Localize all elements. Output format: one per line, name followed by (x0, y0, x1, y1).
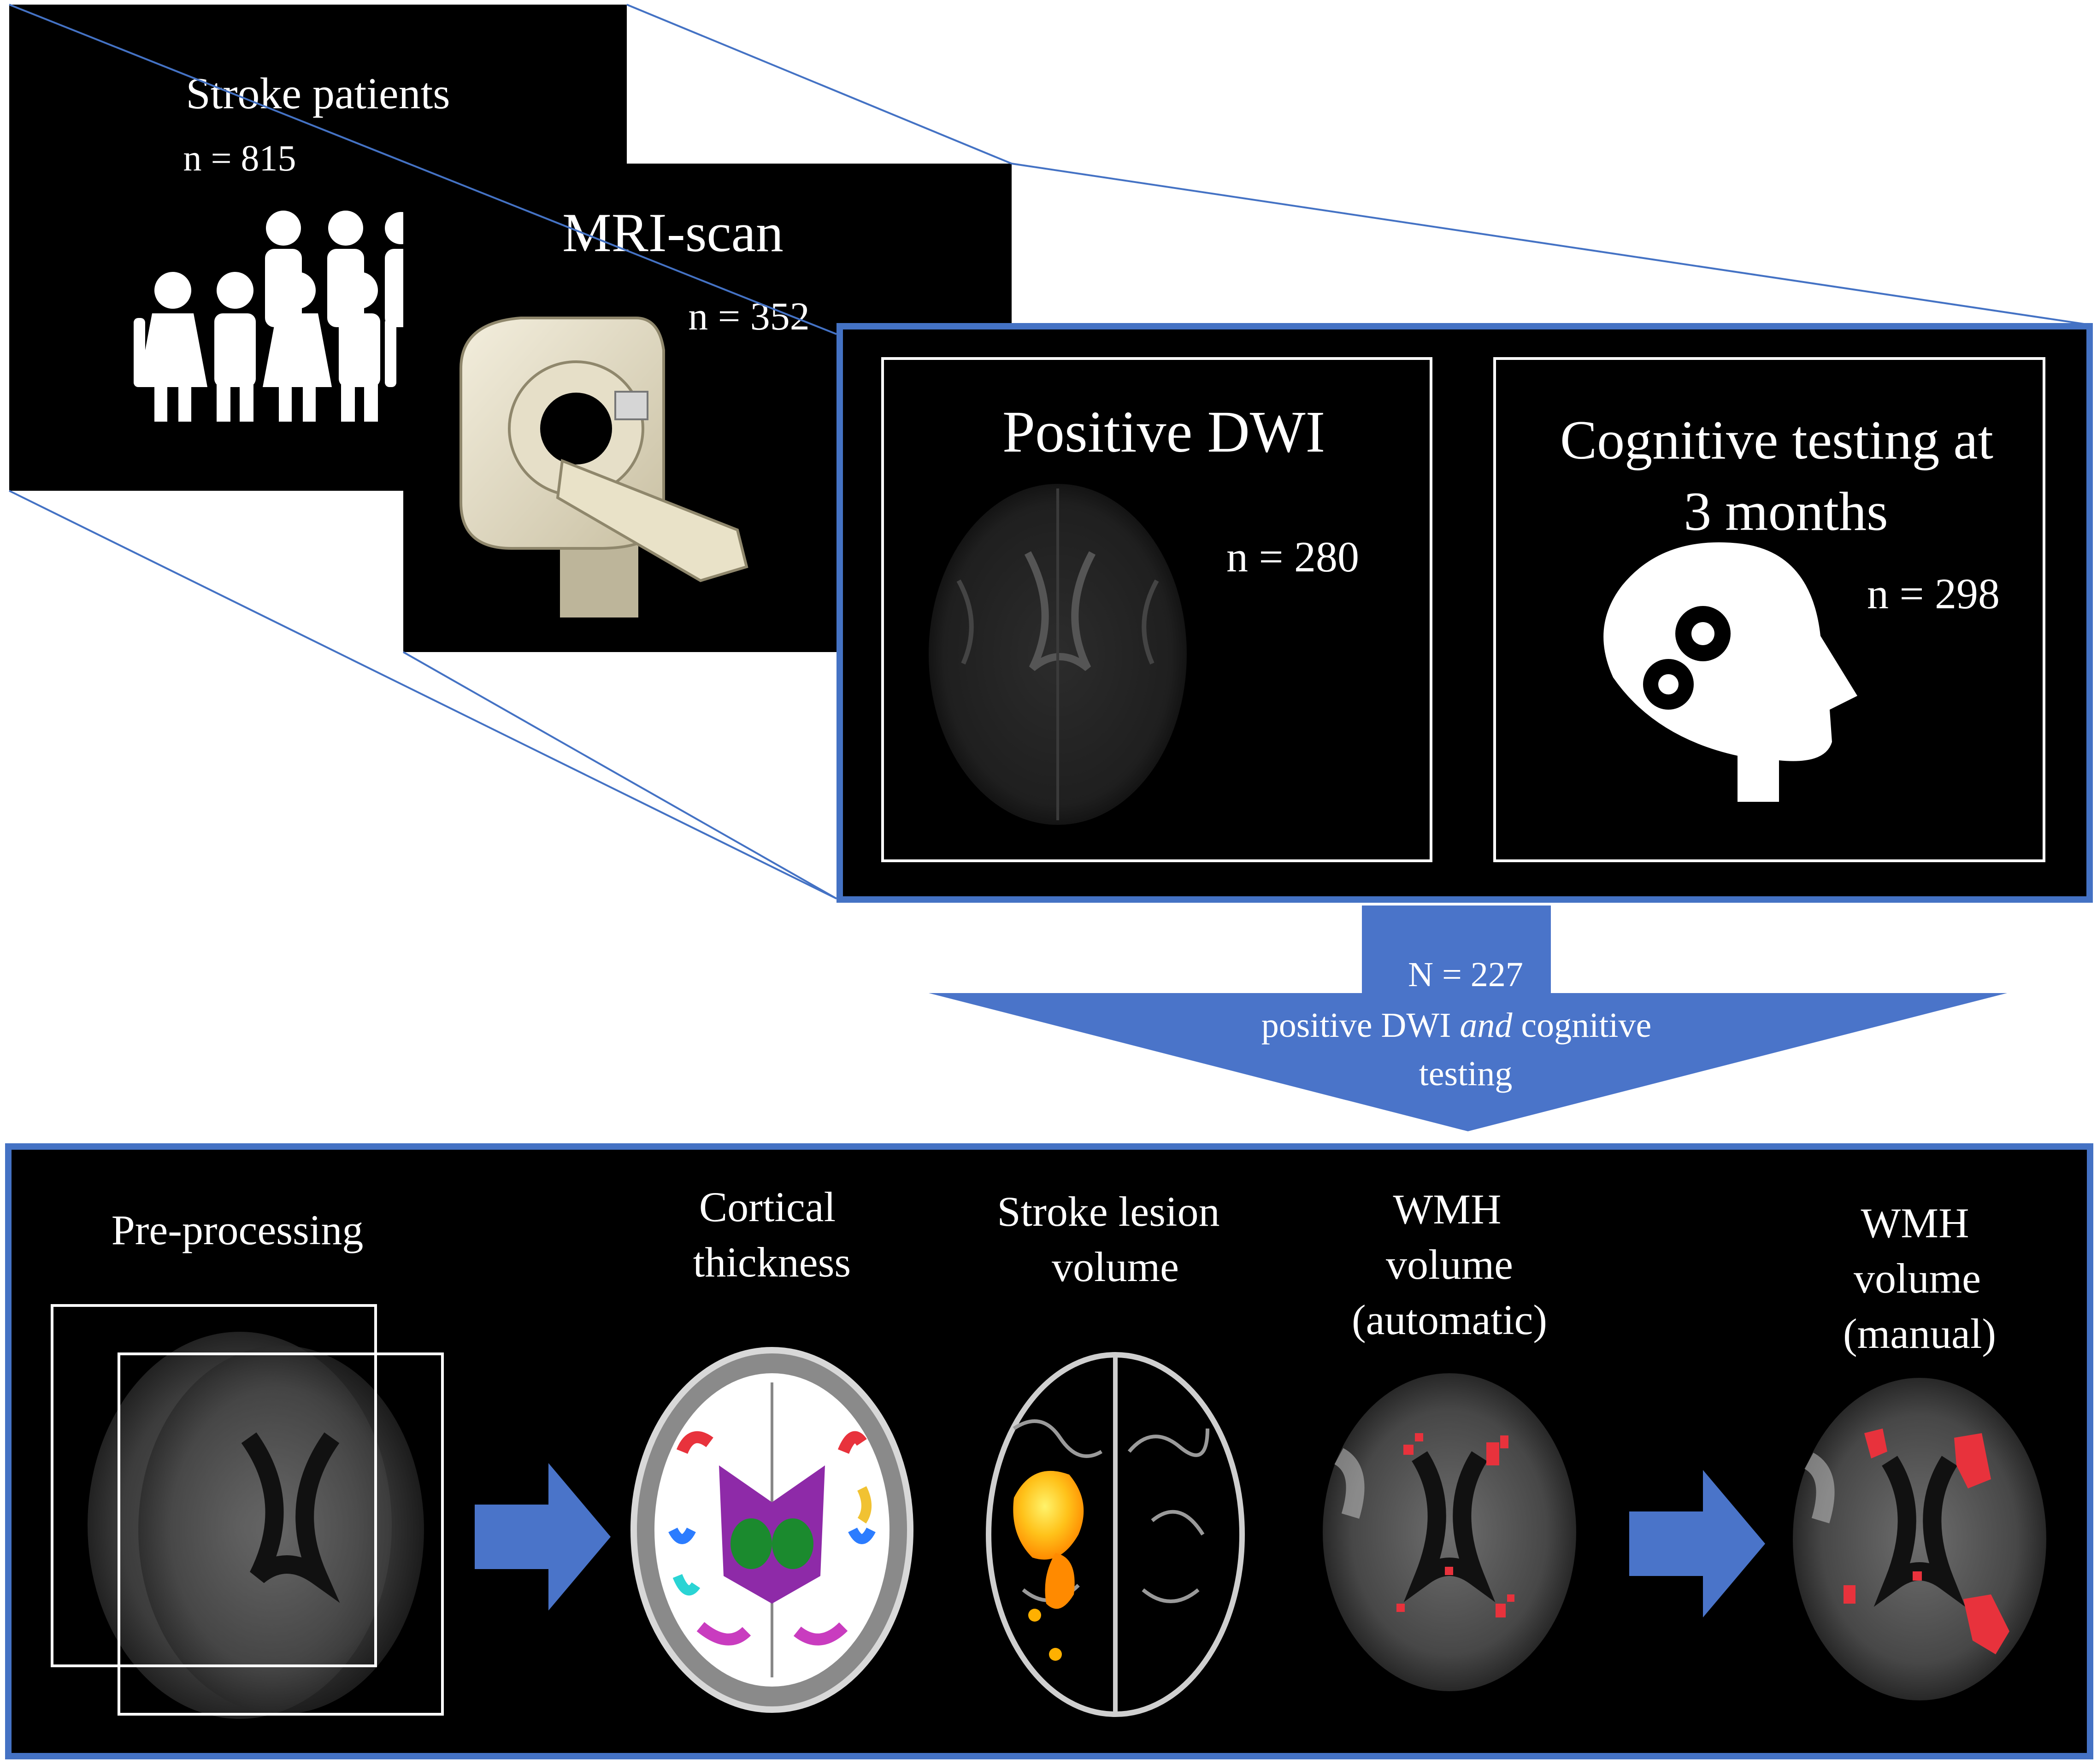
people-icon (134, 211, 417, 422)
merge-label-line2: positive DWI and cognitive (1261, 1006, 1651, 1045)
cortical-thickness-brain-image (630, 1347, 913, 1713)
merge-label-line3: testing (1419, 1054, 1513, 1093)
pipeline-arrow-2 (1629, 1470, 1765, 1617)
merge-count: N = 227 (1408, 955, 1523, 994)
cognitive-testing-panel: Cognitive testing at 3 months n = 298 (1493, 357, 2045, 862)
preprocessing-label: Pre-processing (112, 1206, 364, 1253)
stroke-patients-title: Stroke patients (186, 69, 450, 118)
cortical-thickness-label-2: thickness (693, 1239, 851, 1286)
wmh-manual-brain-image (1793, 1378, 2046, 1700)
selection-box: Positive DWI n = 280 Cognitive testing a… (836, 323, 2093, 903)
wmh-manual-label-3: (manual) (1843, 1310, 1996, 1357)
mri-scan-panel: MRI-scan n = 352 (403, 164, 1012, 652)
cognitive-testing-count: n = 298 (1867, 570, 2000, 618)
mri-scan-title: MRI-scan (562, 202, 783, 263)
positive-dwi-title: Positive DWI (1002, 399, 1325, 465)
wmh-manual-label-1: WMH (1861, 1200, 1969, 1247)
stroke-patients-count: n = 815 (183, 138, 296, 179)
pipeline-panel: Pre-processing Cortical thickness Stroke… (5, 1143, 2093, 1759)
positive-dwi-count: n = 280 (1226, 533, 1359, 581)
cognitive-testing-title-line1: Cognitive testing at (1560, 409, 1993, 470)
merge-arrow: N = 227 positive DWI and cognitive testi… (929, 906, 2007, 1131)
dwi-brain-image (929, 484, 1187, 825)
cortical-thickness-label-1: Cortical (699, 1183, 836, 1230)
preprocessing-brain-image (51, 1304, 444, 1719)
wmh-automatic-brain-image (1323, 1373, 1576, 1691)
mri-scanner-icon (459, 317, 748, 617)
stroke-lesion-label-2: volume (1052, 1243, 1179, 1290)
positive-dwi-panel: Positive DWI n = 280 (881, 357, 1432, 862)
zoom-lines (9, 4, 2091, 900)
wmh-auto-label-1: WMH (1393, 1186, 1501, 1233)
wmh-manual-label-2: volume (1854, 1255, 1981, 1302)
wmh-auto-label-2: volume (1386, 1241, 1513, 1288)
pipeline-arrow-1 (475, 1463, 611, 1611)
head-gears-icon (1603, 542, 1857, 802)
stroke-lesion-label-1: Stroke lesion (997, 1188, 1220, 1235)
wmh-auto-label-3: (automatic) (1352, 1296, 1547, 1343)
stroke-lesion-brain-image (986, 1352, 1245, 1717)
cognitive-testing-title-line2: 3 months (1684, 481, 1888, 542)
